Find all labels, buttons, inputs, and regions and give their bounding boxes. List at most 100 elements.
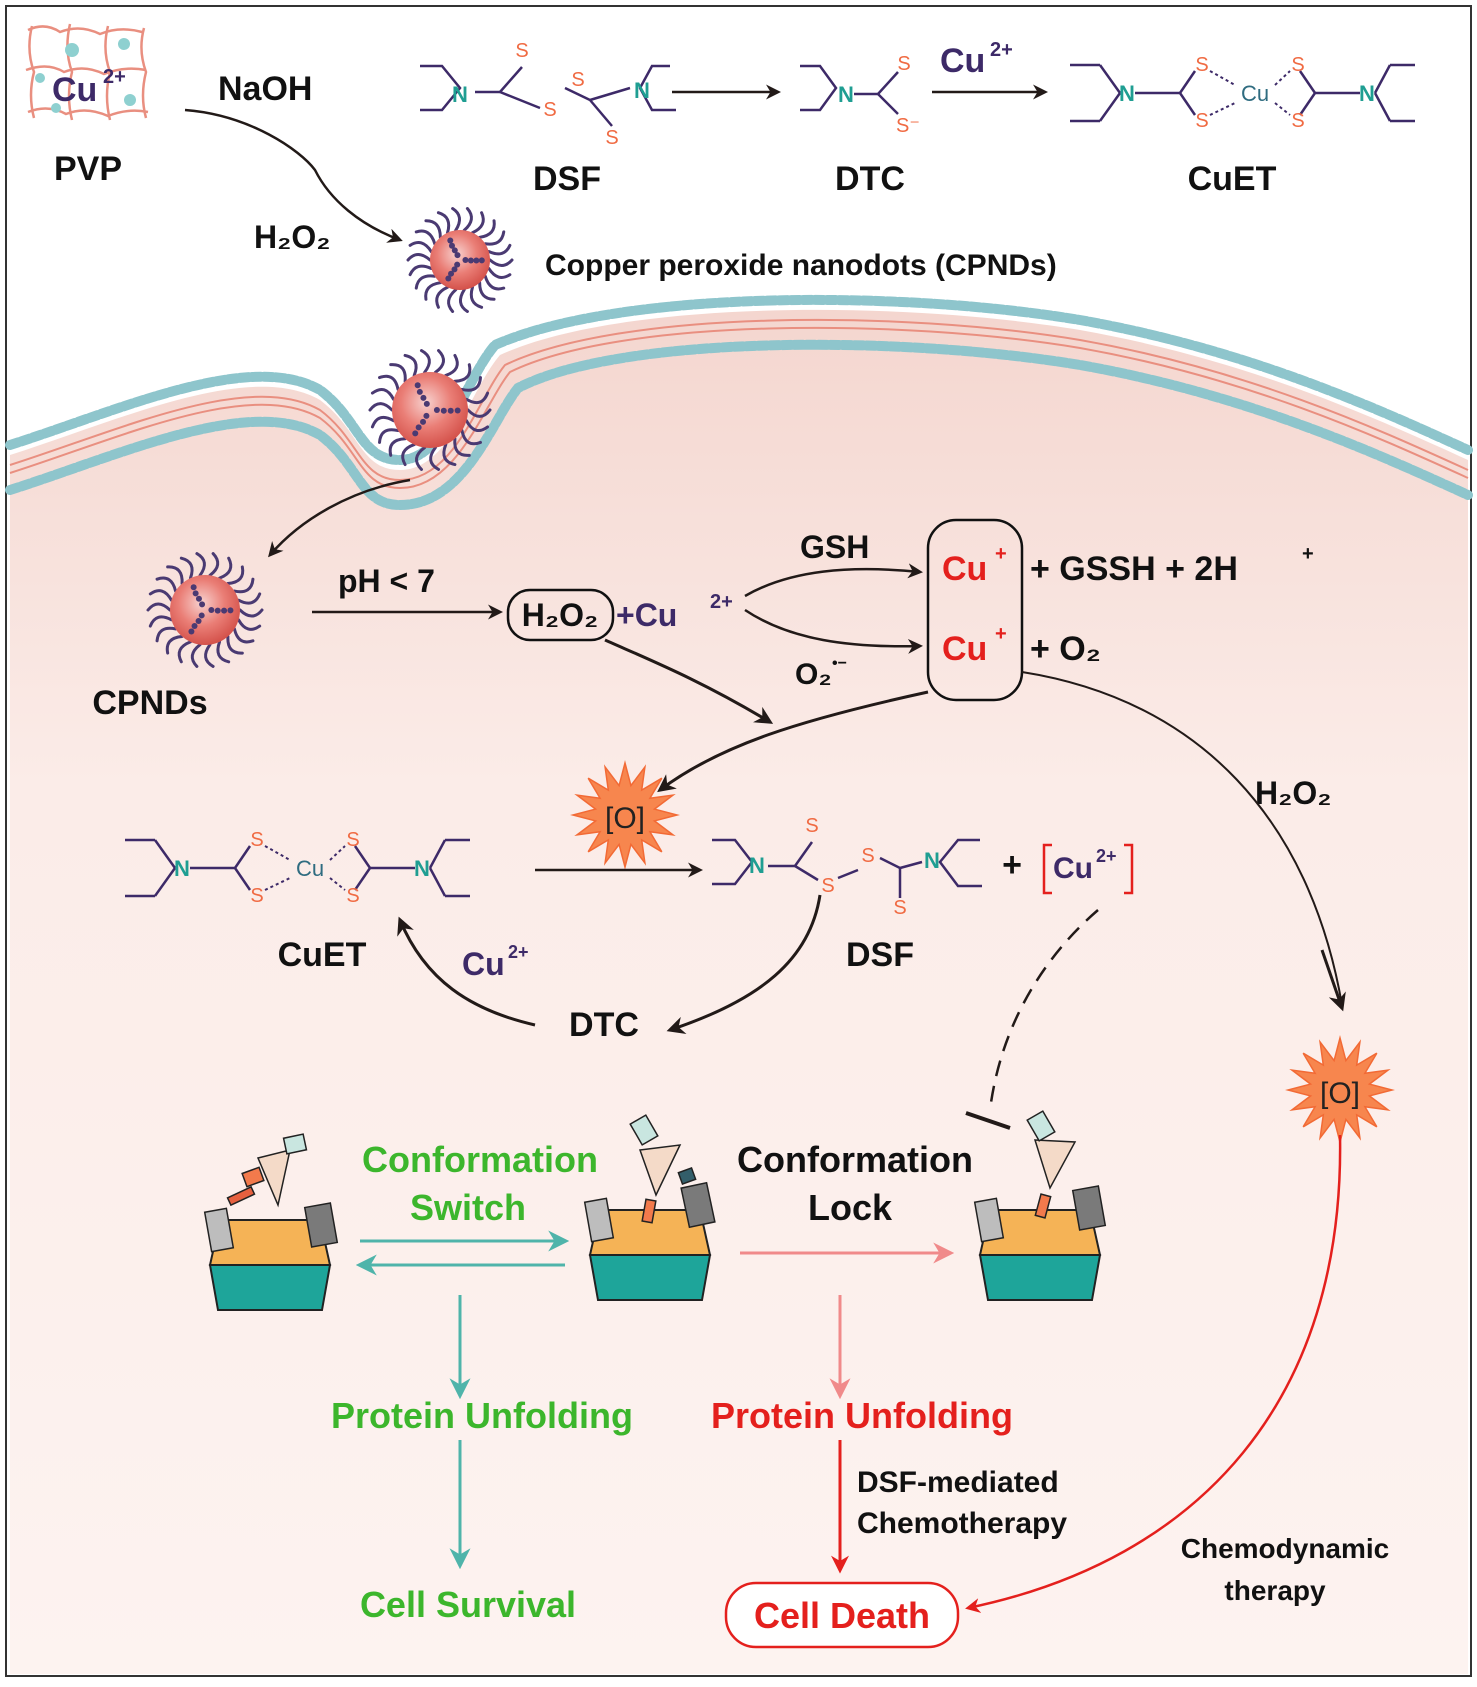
nanodot-speck xyxy=(420,418,427,425)
cuet-bond xyxy=(353,867,372,891)
cu2-bracket: Cu xyxy=(1053,852,1093,885)
protein-tip-block xyxy=(1026,1110,1056,1142)
nanodot-spike xyxy=(483,274,506,291)
nanodot-speck xyxy=(423,412,430,419)
nanodot-speck xyxy=(440,407,447,414)
cell-death: Cell Death xyxy=(754,1595,930,1636)
dsf-mid-n2: N xyxy=(924,848,940,873)
gssh-charge: + xyxy=(1302,543,1314,565)
pvp-network: Cu 2+ xyxy=(25,23,149,121)
nanodot-spike xyxy=(459,288,469,313)
nanodot-spike xyxy=(464,391,490,405)
nanodot-spike xyxy=(238,608,264,618)
nanodot-speck xyxy=(454,407,461,414)
protein-linker xyxy=(1034,1193,1052,1219)
cuet-atom-cu: Cu xyxy=(1241,81,1269,106)
nanodot-speck xyxy=(454,252,461,259)
dsf-to-dtc-mid-arrow xyxy=(666,894,822,1034)
nanodot-spike xyxy=(195,552,206,577)
nanodot-speck xyxy=(214,607,221,614)
nanodot-spike xyxy=(148,615,173,628)
cuet-bond xyxy=(353,845,372,869)
dsf-mid-s4: S xyxy=(893,897,906,919)
dsf-structure-middle xyxy=(712,838,982,898)
dsf-mid-s2: S xyxy=(821,875,834,897)
nanodot-spike xyxy=(388,437,407,457)
dsf-top-n2: N xyxy=(634,78,650,103)
nanodot-spike xyxy=(451,207,461,232)
cuet-atom-n: N xyxy=(1119,81,1135,106)
protein-side-block-left xyxy=(203,1207,235,1253)
cell-death-box xyxy=(724,1581,960,1649)
nanodot-spike xyxy=(478,281,496,301)
nanodot-spike xyxy=(435,285,450,309)
cuet-atom-n: N xyxy=(1359,81,1375,106)
plus-cu2-charge: 2+ xyxy=(710,591,733,613)
nanodot-speck xyxy=(462,257,469,263)
cu2-bracket-charge: 2+ xyxy=(1096,846,1117,866)
cuet-coordination-bond xyxy=(264,877,291,891)
cuet-atom-n: N xyxy=(414,856,430,881)
nanodot-spike xyxy=(444,353,459,377)
nanodot-spike xyxy=(226,634,244,655)
pvp-to-cpnd-arrow xyxy=(184,108,403,243)
nanodot-speck xyxy=(448,242,455,249)
nanodot-spike xyxy=(414,274,437,290)
burst-shape xyxy=(1285,1035,1395,1145)
dsf-mid-label: DSF xyxy=(846,936,914,974)
nanodot-spike xyxy=(470,211,485,235)
dsf-structure-top xyxy=(420,64,676,127)
nanodot-spike xyxy=(483,230,506,246)
nanodot-spike xyxy=(401,443,416,467)
gsh-arrow xyxy=(744,563,923,598)
nanodot-speck xyxy=(445,275,452,282)
nanodot-spike xyxy=(408,241,433,254)
cpnd-caption: Copper peroxide nanodots (CPNDs) xyxy=(545,249,1057,282)
cuet-atom-s: S xyxy=(250,829,263,851)
nanodot-speck xyxy=(447,237,454,244)
nanodot-spike xyxy=(469,285,484,309)
nanodot-speck xyxy=(423,400,430,407)
nanodot-cytosol xyxy=(146,552,264,668)
protein-base xyxy=(588,1254,712,1301)
nanodot-speck xyxy=(188,628,195,635)
nanodot-spike xyxy=(462,207,473,232)
cuet-atom-s: S xyxy=(346,885,359,907)
nanodot-spike xyxy=(419,349,431,374)
dsf-top-label: DSF xyxy=(533,160,601,198)
protein-state-1 xyxy=(203,1133,339,1311)
nanodot-speck xyxy=(192,590,199,597)
cuet-bond xyxy=(428,867,447,897)
protein-base xyxy=(978,1254,1102,1301)
nanodot-spike xyxy=(208,552,220,577)
cuet-bond xyxy=(1178,92,1197,116)
nanodot-spike xyxy=(453,363,472,383)
nanodot-speck xyxy=(473,257,480,264)
nanodot-spike xyxy=(436,211,451,235)
nanodot-spike xyxy=(464,419,490,433)
protein-hinge xyxy=(241,1166,265,1188)
cuet-bond xyxy=(428,839,447,869)
cu2-reagent-charge: 2+ xyxy=(990,39,1013,61)
switch-line2: Switch xyxy=(410,1187,526,1228)
h2o2-box-label: H₂O₂ xyxy=(522,597,598,633)
cu2-cycle-charge: 2+ xyxy=(508,942,529,962)
nanodot-spike xyxy=(447,288,458,313)
nanodot-spike xyxy=(155,576,178,593)
h2o2-box xyxy=(506,588,615,642)
nanodot-speck xyxy=(414,382,421,389)
cuet-bond xyxy=(1098,92,1122,122)
nanodot-spike xyxy=(148,589,173,602)
superoxide-charge: •− xyxy=(832,655,847,672)
oxygen-burst-right-label: [O] xyxy=(1320,1077,1360,1110)
nanodot-spike xyxy=(408,264,433,277)
nanodot-spike xyxy=(237,618,262,631)
nanodot-spike xyxy=(177,640,192,664)
protein-side-block-right xyxy=(303,1202,339,1248)
right-path-line xyxy=(1021,671,1343,1006)
gsh-label: GSH xyxy=(800,529,869,565)
cuet-atom-s: S xyxy=(1291,54,1304,76)
cu-plus-1-charge: + xyxy=(995,543,1007,565)
cuet-coordination-bond xyxy=(1209,70,1236,86)
protein-tip-block xyxy=(629,1114,659,1146)
